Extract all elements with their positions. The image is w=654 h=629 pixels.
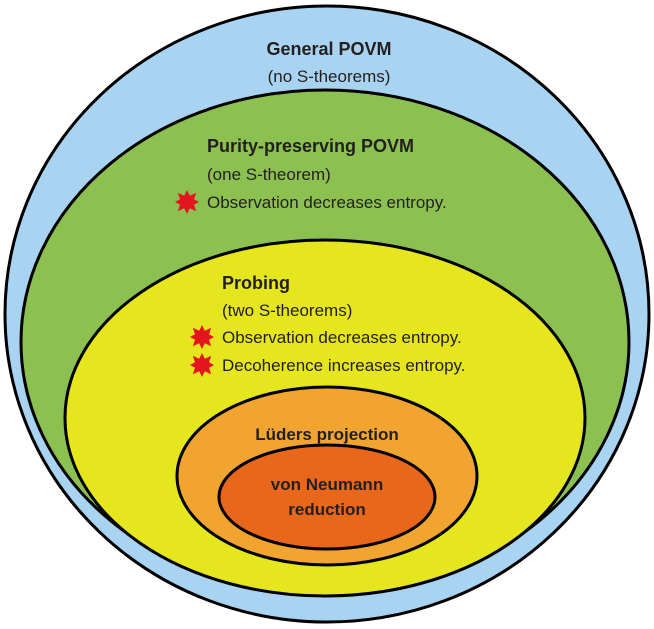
von-neumann-line-2: reduction (288, 500, 365, 519)
von-neumann-reduction-region (217, 443, 437, 551)
von-neumann-line-1: von Neumann (271, 475, 383, 494)
purity-bullet-1: Observation decreases entropy. (207, 193, 447, 212)
starburst-icon (175, 190, 199, 214)
starburst-icon (190, 325, 214, 349)
general-povm-title: General POVM (266, 39, 391, 59)
luders-projection-title: Lüders projection (255, 425, 399, 444)
general-povm-subtitle: (no S-theorems) (268, 67, 391, 86)
probing-bullet-2: Decoherence increases entropy. (222, 356, 466, 375)
probing-subtitle: (two S-theorems) (222, 301, 352, 320)
starburst-icon (190, 353, 214, 377)
purity-preserving-povm-subtitle: (one S-theorem) (207, 165, 331, 184)
purity-preserving-povm-title: Purity-preserving POVM (207, 136, 414, 156)
probing-bullet-1: Observation decreases entropy. (222, 328, 462, 347)
probing-title: Probing (222, 273, 290, 293)
